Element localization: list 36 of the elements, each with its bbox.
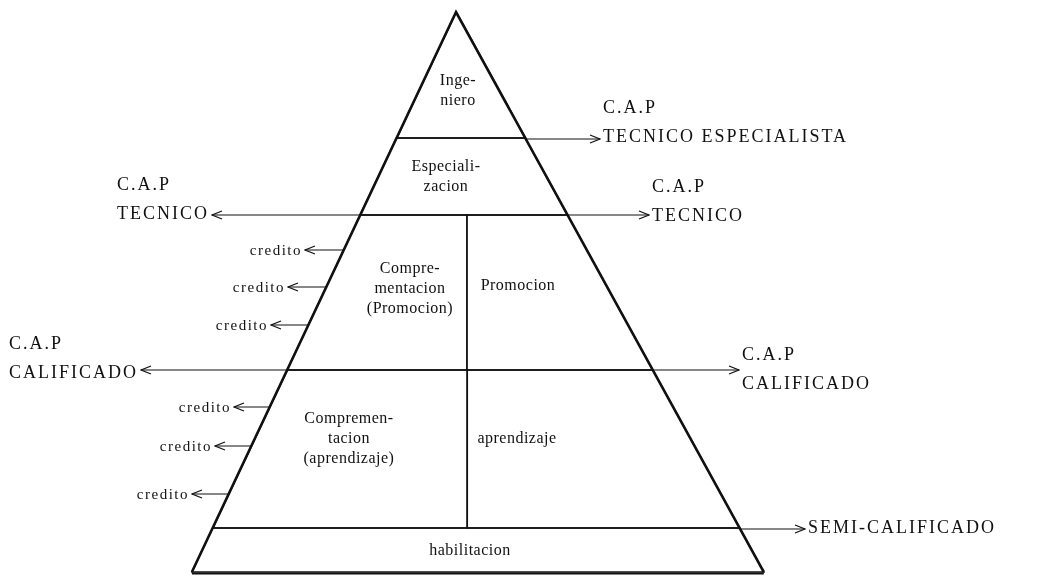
arrow [270,320,309,330]
arrow [739,524,806,534]
arrow [287,282,327,292]
tier-label: Promocion [479,275,557,295]
level-label: TECNICO ESPECIALISTA [603,125,849,148]
arrow [652,365,740,375]
arrow [211,210,361,220]
certificate-label: C.A.P [117,173,172,196]
level-label: SEMI-CALIFICADO [808,516,996,539]
tier-label: Especiali- zacion [410,156,482,196]
credit-label: credito [159,437,212,456]
tier-label: habilitacion [428,540,512,560]
tier-label: aprendizaje [476,428,558,448]
credit-label: credito [178,398,231,417]
arrow [525,134,601,144]
certificate-label: C.A.P [603,96,658,119]
credit-label: credito [215,316,268,335]
arrow [191,489,230,499]
tier-label: Inge- niero [438,70,478,110]
credit-label: credito [136,485,189,504]
arrow [567,210,650,220]
credit-label: credito [249,241,302,260]
tier-label: Compre- mentacion (Promocion) [365,258,455,318]
arrow [140,365,288,375]
certificate-label: C.A.P [9,332,64,355]
tier-label: Compremen- tacion (aprendizaje) [302,408,396,468]
level-label: CALIFICADO [9,361,138,384]
arrow [233,402,271,412]
credit-label: credito [232,278,285,297]
arrow [214,441,252,451]
level-label: TECNICO [117,202,209,225]
level-label: CALIFICADO [742,372,871,395]
arrow [304,245,345,255]
certificate-label: C.A.P [742,343,797,366]
level-label: TECNICO [652,204,744,227]
certificate-label: C.A.P [652,175,707,198]
